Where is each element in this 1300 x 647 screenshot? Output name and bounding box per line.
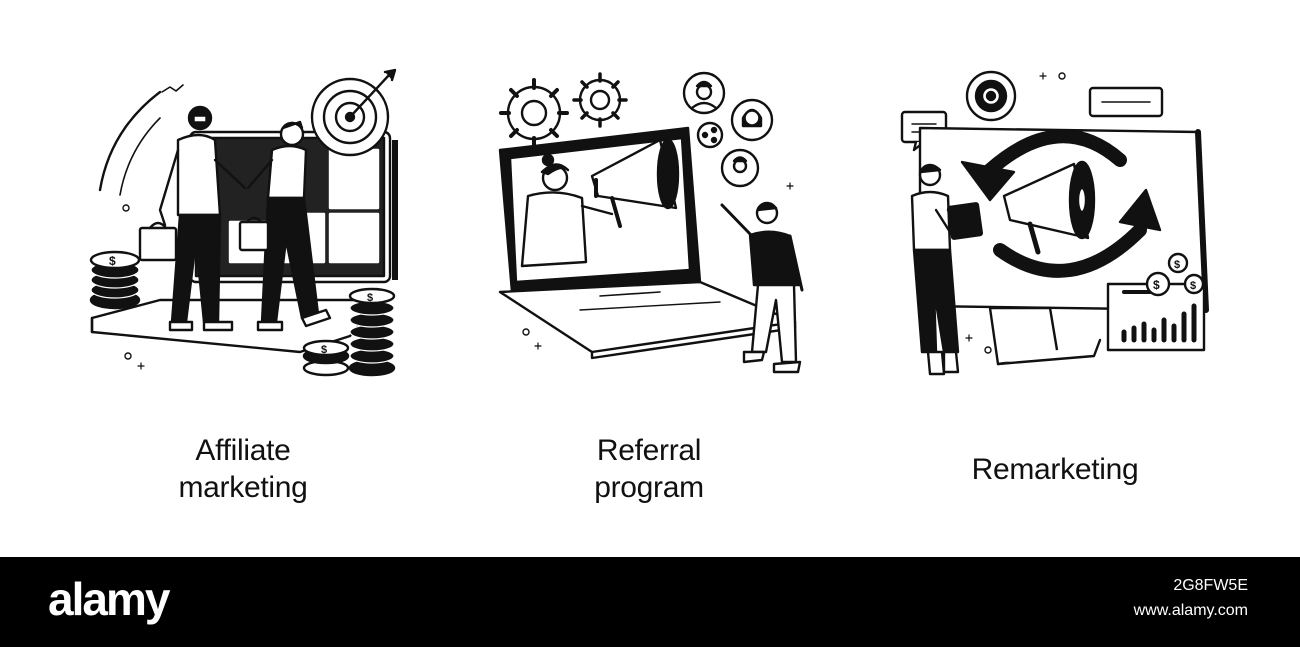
man-with-tablet-figure [910, 163, 984, 376]
caption-affiliate-marketing: Affiliate marketing [130, 432, 356, 506]
illustrations-canvas: $ $ $ [89, 68, 1209, 377]
image-meta: 2G8FW5E www.alamy.com [1134, 573, 1248, 623]
svg-text:$: $ [321, 344, 327, 356]
avatar [682, 71, 726, 115]
caption-referral-program: Referral program [536, 432, 762, 506]
gear-icon [499, 78, 569, 148]
caption-line: Referral [596, 434, 702, 467]
caption-line: program [594, 471, 704, 504]
caption-remarketing: Remarketing [930, 451, 1180, 488]
coin-stack-left: $ [89, 250, 141, 310]
avatar [720, 148, 760, 188]
site-link[interactable]: www.alamy.com [1133, 602, 1248, 619]
svg-text:$: $ [109, 254, 116, 268]
svg-text:$: $ [1174, 259, 1180, 271]
caption-line: Remarketing [971, 453, 1139, 486]
gear-icon [572, 72, 628, 128]
watermark-footer: alamy 2G8FW5E www.alamy.com [0, 557, 1300, 647]
coin-stack-right: $ $ [302, 287, 396, 377]
svg-text:$: $ [1190, 280, 1196, 292]
remarketing-illustration: $ $ $ [900, 70, 1209, 376]
woman-figure [238, 120, 332, 332]
alamy-logo[interactable]: alamy [48, 573, 170, 625]
walking-man-figure [720, 201, 804, 374]
caption-line: Affiliate [195, 434, 291, 467]
avatar [730, 98, 774, 142]
svg-text:$: $ [1153, 278, 1160, 292]
megaphone-icon [1002, 160, 1096, 255]
affiliate-marketing-illustration: $ $ $ [89, 68, 398, 377]
svg-text:$: $ [367, 292, 373, 304]
man-figure [138, 105, 247, 332]
megaphone-icon [590, 138, 680, 228]
image-id: 2G8FW5E [1173, 577, 1248, 594]
referral-program-illustration [498, 71, 804, 374]
caption-line: marketing [178, 471, 308, 504]
